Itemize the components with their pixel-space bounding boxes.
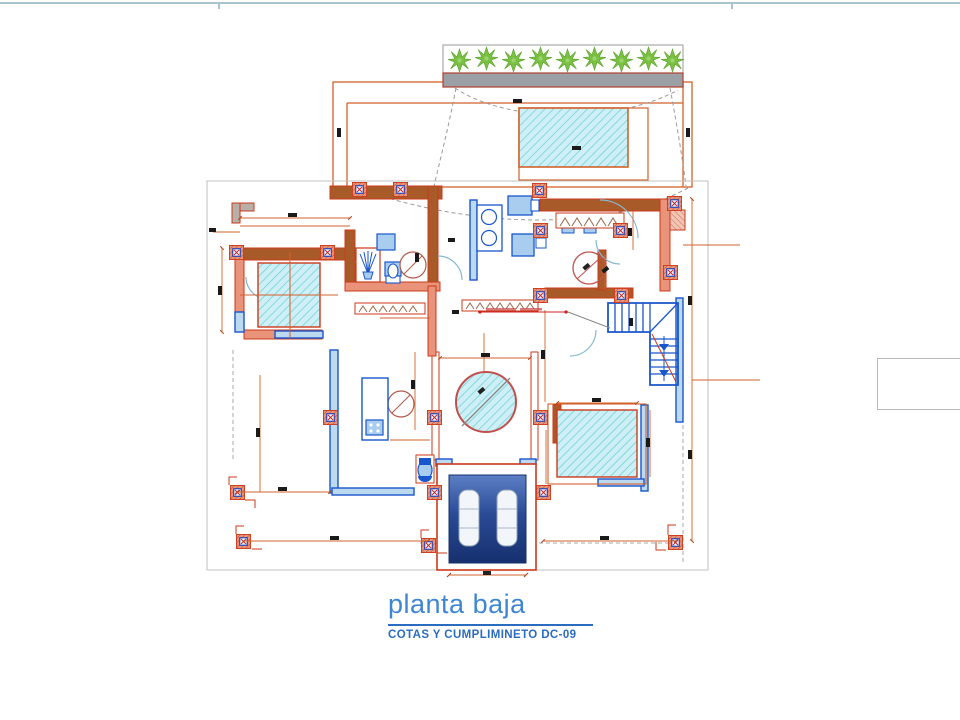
page-top-rule [0,2,960,4]
entry-door-panel [458,489,480,547]
toilet [385,263,401,284]
wardrobe [354,212,625,315]
bedroom-terrace-hatch [547,403,647,485]
shower-drain [362,271,374,280]
right-page-artifact [877,358,960,410]
planter [442,44,685,88]
stove [365,419,384,436]
entry-door-panel [496,489,518,547]
staircase [607,302,679,386]
title-block: planta baja COTAS Y CUMPLIMINETO DC-09 [388,589,648,641]
dining-circle [455,371,517,433]
dimension-lines [213,196,760,544]
lower-toilet [415,454,435,484]
drawing-title: planta baja [388,589,526,619]
kitchen-island [361,377,389,441]
dimension-labels [209,99,692,540]
corner-steps [228,476,676,554]
page-top-tick [218,2,220,9]
planter-bar [442,72,684,88]
annotation-leader [478,308,611,329]
upper-pool-hatch [518,107,649,181]
entry-door [436,463,537,578]
page-top-tick [731,2,733,9]
drawing-subtitle: COTAS Y CUMPLIMINETO DC-09 [388,628,577,641]
bathroom-fixtures [355,233,427,284]
kitchen-fixtures [476,195,597,257]
roof-terrace-outline [332,81,693,188]
terrace-hatch-left [240,252,338,338]
title-rule [388,623,593,626]
